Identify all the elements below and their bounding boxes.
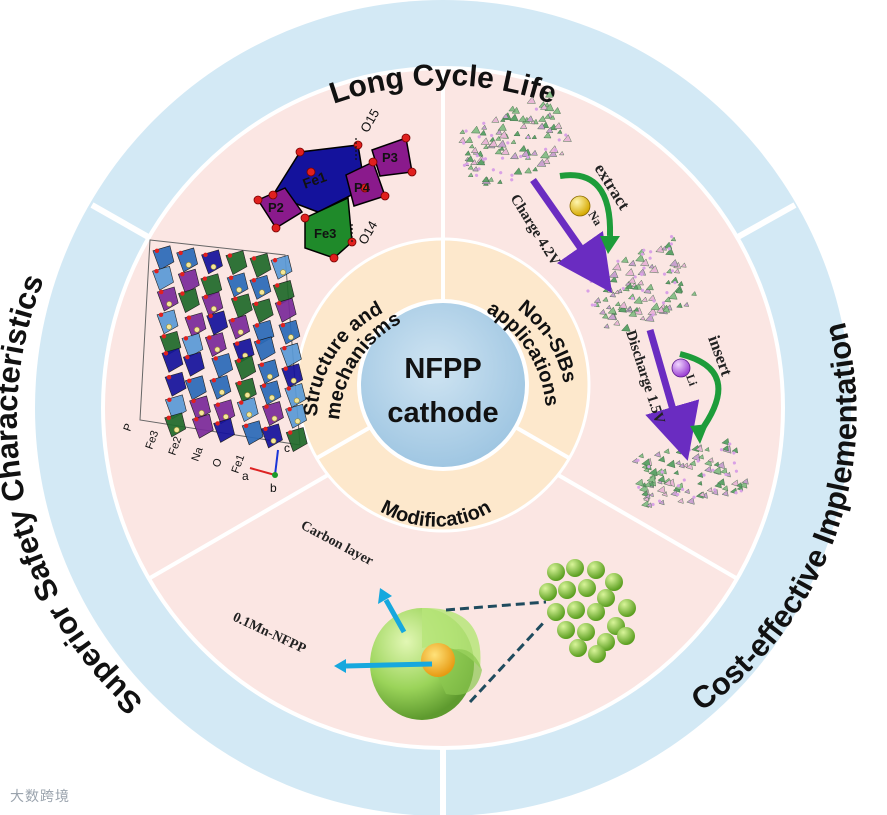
extract-curve-arrow xyxy=(559,172,614,237)
polyhedra-cluster xyxy=(253,133,417,263)
zoom-line-upper xyxy=(445,600,547,612)
label-p3: P3 xyxy=(382,150,398,165)
lattice-slab-1 xyxy=(458,90,572,186)
zoom-line-lower xyxy=(468,618,548,704)
svg-text:a: a xyxy=(242,469,249,483)
axis-triad: c b a xyxy=(242,441,290,495)
mn-pointer xyxy=(345,661,433,669)
core-particle xyxy=(421,643,455,677)
li-ion xyxy=(671,358,691,378)
lattice-slab-3 xyxy=(631,438,749,508)
discharge-arrow xyxy=(645,329,700,461)
center-circle xyxy=(357,299,529,471)
svg-text:P: P xyxy=(122,422,136,433)
svg-text:c: c xyxy=(284,441,290,455)
nanoparticle-cluster xyxy=(539,559,636,663)
lattice-slab-2 xyxy=(581,234,697,332)
label-p2: P2 xyxy=(268,200,284,215)
sector-dividers xyxy=(148,68,738,580)
carbon-pointer xyxy=(383,598,407,634)
svg-text:b: b xyxy=(270,481,277,495)
ring-separators xyxy=(90,202,797,815)
label-fe1: Fe1 xyxy=(300,168,328,191)
label-fe3: Fe3 xyxy=(314,226,336,241)
na-ion xyxy=(569,195,591,217)
center-subtitle: cathode xyxy=(387,397,498,429)
li-label: Li xyxy=(683,372,700,388)
crystal-lattice xyxy=(139,239,308,452)
center-title: NFPP xyxy=(404,353,481,385)
charge-arrow xyxy=(530,177,613,293)
watermark: 大数跨境 xyxy=(10,789,70,805)
na-label: Na xyxy=(585,208,605,228)
label-p4: P4 xyxy=(354,180,371,195)
insert-curve-arrow xyxy=(679,351,722,434)
svg-text:Na: Na xyxy=(190,445,206,463)
